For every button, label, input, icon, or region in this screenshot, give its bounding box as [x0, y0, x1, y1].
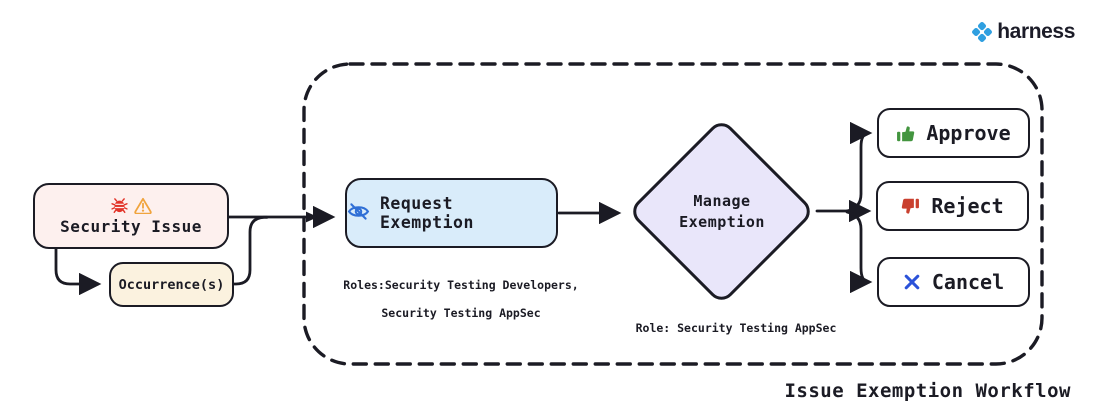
node-approve: Approve [877, 108, 1030, 158]
node-security-issue: Security Issue [33, 183, 229, 249]
warning-triangle-icon [133, 197, 152, 214]
manage-exemption-label: Manage Exemption [628, 118, 816, 306]
thumbs-up-icon [896, 124, 915, 143]
node-manage-exemption: Manage Exemption [627, 117, 816, 306]
node-occurrence: Occurrence(s) [109, 262, 234, 307]
cancel-label: Cancel [931, 270, 1005, 294]
eye-off-icon [347, 201, 370, 226]
roles-line-1: Roles:Security Testing Developers, [343, 278, 579, 292]
edge-security-to-occurrence [54, 247, 102, 296]
edge-manage-to-cancel [845, 210, 873, 294]
node-request-exemption: Request Exemption [345, 178, 558, 248]
request-exemption-roles-caption: Roles:Security Testing Developers, Secur… [336, 264, 586, 320]
approve-label: Approve [926, 121, 1011, 145]
manage-exemption-line-1: Manage [693, 192, 751, 210]
harness-diamond-icon [972, 22, 993, 42]
thumbs-down-icon [901, 197, 920, 216]
manage-exemption-role-caption: Role: Security Testing AppSec [635, 321, 837, 335]
security-issue-label: Security Issue [60, 217, 202, 236]
reject-label: Reject [931, 194, 1004, 218]
manage-exemption-line-2: Exemption [679, 213, 765, 231]
edge-occurrence-to-request [232, 215, 269, 286]
edge-manage-to-approve [845, 121, 873, 213]
occurrence-label: Occurrence(s) [118, 276, 225, 293]
workflow-boundary [302, 62, 1044, 366]
node-reject: Reject [876, 181, 1029, 231]
security-issue-icons [110, 196, 152, 214]
request-exemption-label: Request Exemption [380, 194, 474, 232]
node-cancel: Cancel [877, 257, 1030, 307]
diagram-title: Issue Exemption Workflow [784, 380, 1071, 402]
harness-logo-text: harness [997, 20, 1075, 43]
roles-line-2: Security Testing AppSec [381, 306, 541, 320]
bug-icon [110, 197, 128, 213]
x-icon [903, 273, 921, 291]
harness-logo: harness [970, 20, 1075, 44]
edge-mid-arrowhead [306, 211, 318, 223]
